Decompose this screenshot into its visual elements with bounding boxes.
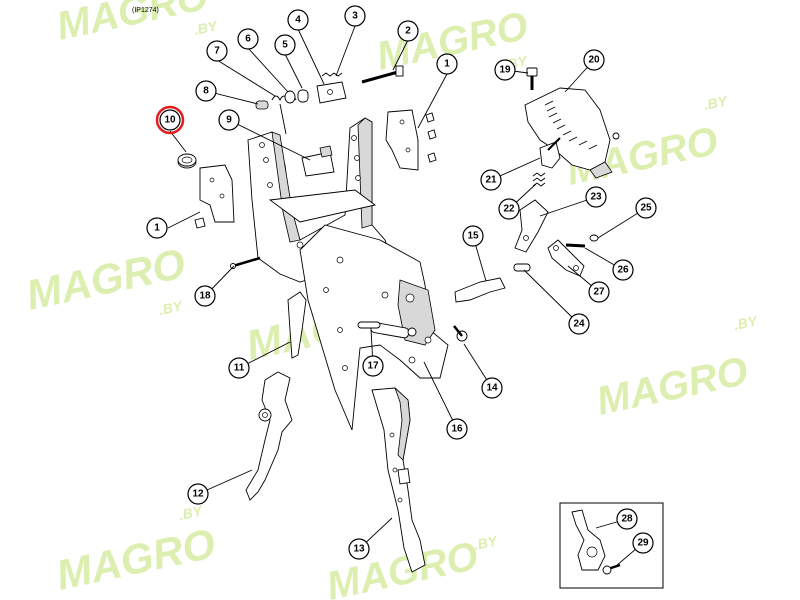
watermark-text: MAGRO (593, 349, 752, 424)
watermark-text: MAGRO (323, 534, 482, 600)
brake-pedal (371, 387, 426, 573)
svg-text:18: 18 (199, 291, 211, 302)
right-bracket (385, 109, 419, 171)
callout-28[interactable]: 28 (616, 508, 638, 530)
lower-pedal-arm (245, 371, 293, 501)
callout-8[interactable]: 8 (195, 80, 217, 102)
callout-20[interactable]: 20 (583, 49, 605, 71)
pedal-bolt (526, 67, 538, 90)
callouts: 1 1 2 3 4 5 6 7 8 9 10 11 12 13 14 15 16… (146, 5, 657, 560)
small-bolt (453, 325, 468, 342)
callout-3[interactable]: 3 (344, 5, 366, 27)
svg-text:2: 2 (405, 26, 411, 37)
bushing (177, 153, 197, 169)
svg-text:16: 16 (451, 424, 463, 435)
watermark-suffix: .BY (157, 297, 185, 318)
stop-block (301, 151, 335, 177)
clutch-pedal-arm (287, 291, 307, 359)
watermark-suffix: .BY (177, 502, 205, 523)
svg-text:23: 23 (590, 192, 602, 203)
callout-14[interactable]: 14 (481, 377, 503, 399)
accelerator-pedal (524, 87, 620, 179)
small-spring (321, 72, 343, 77)
watermark-suffix: .BY (472, 532, 500, 553)
figure-reference: (IP1274) (132, 7, 159, 14)
svg-text:15: 15 (467, 231, 479, 242)
callout-13[interactable]: 13 (348, 538, 370, 560)
watermark-text: MAGRO (52, 519, 219, 598)
svg-text:7: 7 (214, 46, 220, 57)
callout-1-left[interactable]: 1 (146, 217, 168, 239)
rod (230, 256, 261, 269)
leader-lines (167, 25, 647, 567)
pedal-pivot (539, 141, 561, 169)
pedal-spring (532, 172, 546, 187)
callout-7[interactable]: 7 (206, 40, 228, 62)
svg-text:26: 26 (617, 265, 629, 276)
svg-text:29: 29 (637, 538, 649, 549)
watermark-suffix: .BY (192, 17, 220, 38)
callout-16[interactable]: 16 (446, 418, 468, 440)
svg-text:21: 21 (485, 175, 497, 186)
svg-text:8: 8 (203, 86, 209, 97)
callout-4[interactable]: 4 (287, 9, 309, 31)
callout-17[interactable]: 17 (362, 355, 384, 377)
svg-text:24: 24 (573, 319, 585, 330)
callout-9[interactable]: 9 (218, 109, 240, 131)
callout-26[interactable]: 26 (612, 259, 634, 281)
callout-27[interactable]: 27 (588, 281, 610, 303)
svg-text:25: 25 (640, 203, 652, 214)
svg-text:14: 14 (486, 383, 498, 394)
svg-text:17: 17 (367, 361, 379, 372)
callout-18[interactable]: 18 (194, 285, 216, 307)
callout-1-right[interactable]: 1 (436, 53, 458, 75)
svg-text:9: 9 (226, 115, 232, 126)
pivot-bolt (361, 65, 404, 84)
callout-12[interactable]: 12 (187, 483, 209, 505)
callout-24[interactable]: 24 (568, 313, 590, 335)
link (454, 277, 506, 303)
svg-text:12: 12 (192, 489, 204, 500)
svg-text:10: 10 (164, 115, 176, 126)
callout-19[interactable]: 19 (494, 59, 516, 81)
svg-text:28: 28 (621, 514, 633, 525)
svg-text:1: 1 (154, 223, 160, 234)
svg-text:5: 5 (282, 40, 288, 51)
svg-text:1: 1 (444, 59, 450, 70)
link-plate (547, 239, 585, 277)
svg-text:27: 27 (593, 287, 605, 298)
washer-25 (589, 234, 599, 242)
svg-text:20: 20 (588, 55, 600, 66)
callout-5[interactable]: 5 (274, 34, 296, 56)
callout-15[interactable]: 15 (462, 225, 484, 247)
callout-22[interactable]: 22 (498, 198, 520, 220)
callout-25[interactable]: 25 (635, 197, 657, 219)
left-bracket (199, 164, 235, 223)
svg-text:3: 3 (352, 11, 358, 22)
spacer (255, 100, 269, 110)
pivot-bush (297, 89, 309, 103)
callout-10[interactable]: 10 (155, 105, 185, 135)
svg-text:11: 11 (234, 363, 245, 374)
callout-2[interactable]: 2 (397, 20, 419, 42)
svg-text:13: 13 (353, 544, 365, 555)
pedal-lever (514, 199, 549, 253)
callout-29[interactable]: 29 (632, 532, 654, 554)
callout-11[interactable]: 11 (228, 357, 250, 379)
svg-text:6: 6 (245, 34, 251, 45)
watermark-suffix: .BY (732, 312, 760, 333)
callout-6[interactable]: 6 (237, 28, 259, 50)
svg-text:19: 19 (499, 65, 511, 76)
svg-text:22: 22 (503, 204, 515, 215)
callout-23[interactable]: 23 (585, 186, 607, 208)
svg-text:4: 4 (295, 15, 301, 26)
pin (357, 321, 381, 329)
lever-pin (513, 263, 531, 272)
callout-21[interactable]: 21 (480, 169, 502, 191)
washer (284, 90, 296, 104)
watermark-suffix: .BY (702, 92, 730, 113)
pin-26 (565, 243, 586, 248)
